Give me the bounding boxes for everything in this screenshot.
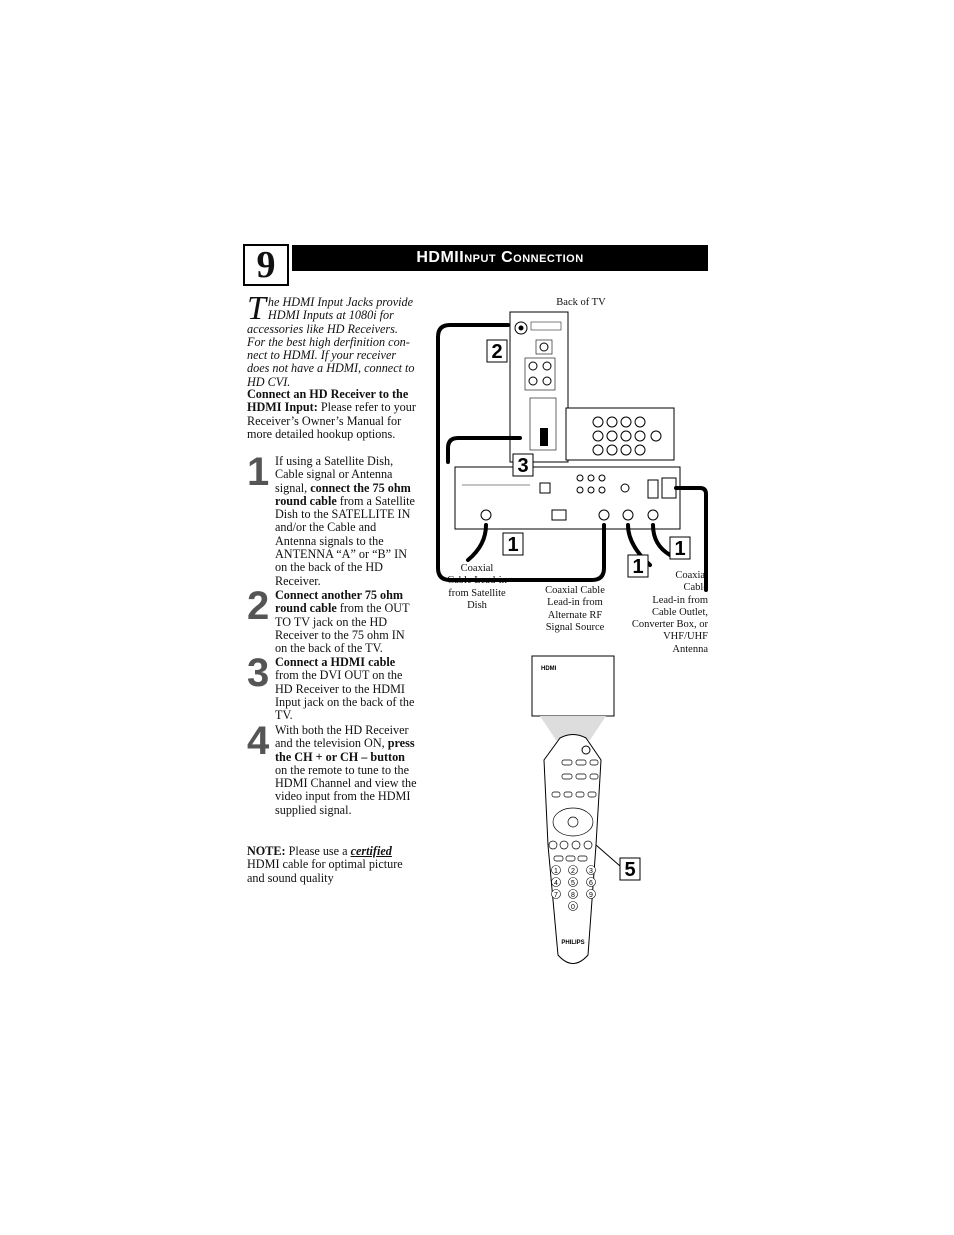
callout-2: 2: [491, 341, 502, 363]
note-text: Please use a: [285, 844, 351, 858]
note-emphasis: certified: [350, 844, 392, 858]
remote-control: 1 2 3 4 5 6 7 8 9 0 PHILIPS: [543, 734, 621, 964]
note-paragraph: NOTE: Please use a certified HDMI cable …: [247, 844, 419, 885]
svg-text:1: 1: [554, 868, 558, 875]
step-bold: Connect another 75 ohm round cable: [275, 588, 404, 616]
cables: [436, 323, 708, 592]
connect-paragraph: Connect an HD Receiver to the HDMI Input…: [247, 387, 419, 441]
svg-text:3: 3: [589, 868, 593, 875]
step-1: 1 If using a Satellite Dish, Cable signa…: [247, 450, 419, 588]
step-number: 4: [247, 719, 270, 763]
step-number: 2: [247, 584, 270, 628]
svg-text:HDMI: HDMI: [541, 666, 557, 672]
callout-3: 3: [517, 455, 528, 477]
av-input-panel: [565, 407, 675, 461]
svg-text:8: 8: [571, 892, 575, 899]
svg-text:6: 6: [589, 880, 593, 887]
page-number: 9: [243, 244, 289, 286]
svg-text:2: 2: [571, 868, 575, 875]
step-4: 4 With both the HD Receiver and the tele…: [247, 719, 419, 817]
title-lead: HDMI: [416, 249, 460, 266]
step-text: from a Satellite Dish to the SATELLITE I…: [275, 493, 415, 588]
step-text: on the remote to tune to the HDMI Channe…: [275, 762, 417, 817]
intro-text: he HDMI Input Jacks provide HDMI Inputs …: [247, 295, 415, 389]
step-bold: Connect a HDMI cable: [275, 655, 396, 669]
callout-1a: 1: [507, 534, 518, 556]
step-2: 2 Connect another 75 ohm round cable fro…: [247, 584, 419, 656]
connect-text: Please refer to your Receiver’s Owner’s …: [247, 400, 416, 441]
drop-cap: T: [247, 290, 266, 327]
step-text: from the OUT TO TV jack on the HD Receiv…: [275, 601, 410, 656]
tv-screen: HDMI: [531, 655, 615, 740]
step-text: from the DVI OUT on the HD Receiver to t…: [275, 668, 415, 723]
step-3: 3 Connect a HDMI cable from the DVI OUT …: [247, 651, 419, 723]
tv-back-panel: [509, 311, 569, 463]
svg-text:9: 9: [589, 892, 593, 899]
step-bold: press the CH + or CH – button: [275, 736, 415, 764]
section-title: HDMI Input Connection: [292, 245, 708, 271]
step-text: With both the HD Receiver and the televi…: [275, 723, 409, 751]
connect-heading: Connect an HD Receiver to the HDMI Input…: [247, 387, 409, 415]
callout-5: 5: [624, 859, 635, 881]
svg-text:7: 7: [554, 892, 558, 899]
brand-logo: PHILIPS: [561, 940, 584, 946]
note-text: HDMI cable for optimal picture and sound…: [247, 857, 403, 885]
note-label: NOTE:: [247, 844, 286, 858]
step-text: If using a Satellite Dish, Cable signal …: [275, 454, 394, 495]
svg-text:0: 0: [571, 904, 575, 911]
hd-receiver: [454, 466, 681, 530]
title-rest: Input Connection: [459, 249, 584, 266]
step-bold: connect the 75 ohm round cable: [275, 480, 411, 508]
svg-text:5: 5: [571, 880, 575, 887]
step-number: 1: [247, 450, 270, 494]
svg-text:4: 4: [554, 880, 558, 887]
step-number: 3: [247, 651, 270, 695]
callout-1b: 1: [674, 538, 685, 560]
back-of-tv-label: Back of TV: [556, 297, 606, 308]
